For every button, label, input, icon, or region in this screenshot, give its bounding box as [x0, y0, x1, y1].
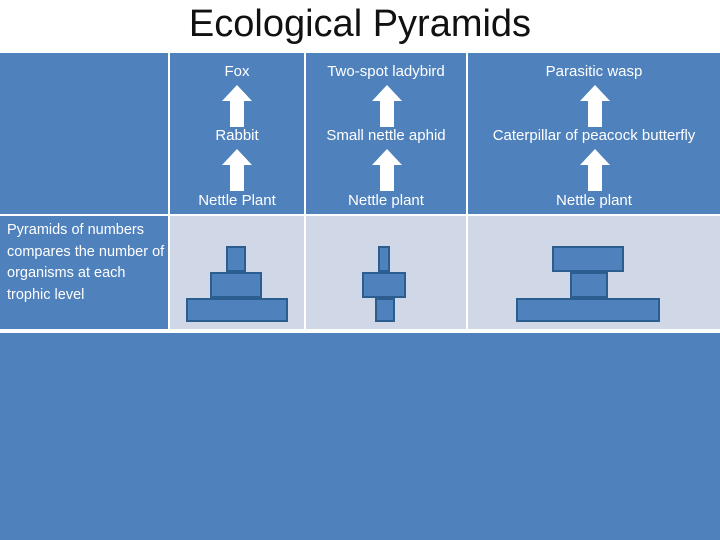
pyramid-cell-3	[468, 216, 720, 329]
pyramid-1-top-bar	[226, 246, 246, 272]
chain-3-top: Parasitic wasp	[545, 63, 643, 80]
page-title: Ecological Pyramids	[188, 3, 532, 45]
up-arrow-icon	[372, 149, 402, 191]
chain-3-bottom: Nettle plant	[556, 192, 632, 209]
chain-2-top: Two-spot ladybird	[327, 63, 445, 80]
up-arrow-icon	[222, 85, 252, 127]
pyramid-cell-1	[170, 216, 304, 329]
pyramid-cell-2	[306, 216, 466, 329]
pyramid-3-top-bar	[552, 246, 624, 272]
pyramid-2-top-bar	[378, 246, 390, 272]
chain-1-bottom: Nettle Plant	[198, 192, 276, 209]
pyramid-1-bottom-bar	[186, 298, 288, 322]
pyramid-2-middle-bar	[362, 272, 406, 298]
chain-1-top: Fox	[224, 63, 250, 80]
description-text: Pyramids of numbers compares the number …	[7, 222, 165, 303]
chain-3-middle: Caterpillar of peacock butterfly	[492, 127, 696, 144]
pyramid-3-middle-bar	[570, 272, 608, 298]
up-arrow-icon	[580, 85, 610, 127]
up-arrow-icon	[580, 149, 610, 191]
header-empty-cell	[0, 53, 168, 214]
chain-column-1: Fox Rabbit Nettle Plant	[170, 53, 304, 214]
chain-1-middle: Rabbit	[215, 127, 259, 144]
chain-2-middle: Small nettle aphid	[326, 127, 446, 144]
pyramid-3-bottom-bar	[516, 298, 660, 322]
up-arrow-icon	[222, 149, 252, 191]
chain-column-3: Parasitic wasp Caterpillar of peacock bu…	[468, 53, 720, 214]
pyramid-1-middle-bar	[210, 272, 262, 298]
chain-2-bottom: Nettle plant	[348, 192, 424, 209]
chain-column-2: Two-spot ladybird Small nettle aphid Net…	[306, 53, 466, 214]
bottom-panel	[0, 333, 720, 540]
up-arrow-icon	[372, 85, 402, 127]
description-cell: Pyramids of numbers compares the number …	[0, 216, 168, 329]
pyramid-2-bottom-bar	[375, 298, 395, 322]
